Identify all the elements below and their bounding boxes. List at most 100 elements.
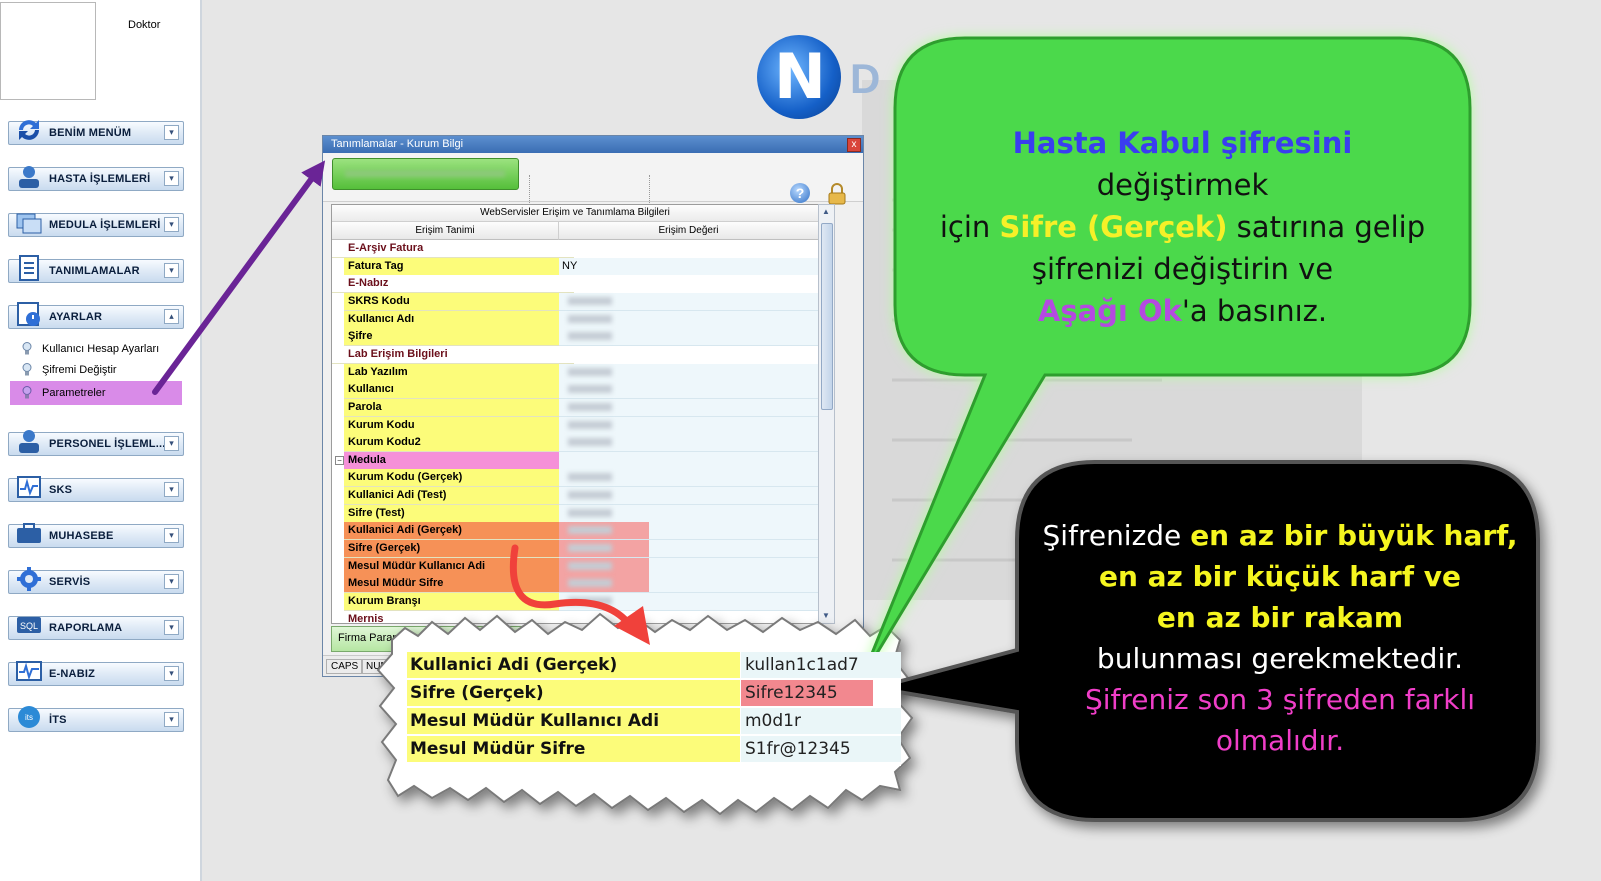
grid-cell-value[interactable] — [559, 504, 818, 523]
grid-row[interactable]: Kurum Kodu2 — [332, 434, 818, 453]
chevron-down-icon[interactable]: ▾ — [164, 620, 179, 635]
lock-icon[interactable] — [828, 183, 846, 205]
submenu-kullanici-hesap-ayarlari[interactable]: Kullanıcı Hesap Ayarları — [10, 339, 182, 359]
grid-row[interactable]: Lab Yazılım — [332, 363, 818, 382]
nav-muhasebe[interactable]: MUHASEBE ▾ — [8, 523, 184, 548]
refresh-arrows-icon — [19, 120, 39, 140]
nav-hasta-islemleri[interactable]: HASTA İŞLEMLERİ ▾ — [8, 166, 184, 191]
grid-row[interactable]: Mesul Müdür Sifre — [332, 575, 818, 594]
zoom-row-value[interactable]: m0d1r — [741, 708, 901, 734]
nav-servis[interactable]: SERVİS ▾ — [8, 567, 184, 594]
chevron-down-icon[interactable]: ▾ — [164, 125, 179, 140]
grid-row[interactable]: SKRS Kodu — [332, 292, 818, 311]
chevron-down-icon[interactable]: ▾ — [164, 482, 179, 497]
grid-cell-value[interactable] — [559, 345, 818, 363]
chevron-down-icon[interactable]: ▾ — [164, 436, 179, 451]
scroll-down-icon[interactable]: ▼ — [822, 611, 830, 620]
close-icon[interactable]: x — [847, 138, 861, 152]
grid-cell-label: Mesul Müdür Kullanıcı Adi — [344, 557, 562, 576]
chevron-down-icon[interactable]: ▾ — [164, 171, 179, 186]
grid-group-row[interactable]: −E-Arşiv Fatura — [332, 240, 818, 258]
grid-row[interactable]: Mesul Müdür Kullanıcı Adi — [332, 557, 818, 576]
text-segment: bulunması gerekmektedir. — [1096, 642, 1464, 675]
grid-cell-value[interactable] — [559, 469, 818, 488]
vertical-scrollbar[interactable]: ▲ ▼ — [818, 204, 835, 624]
grid-cell-value[interactable] — [559, 240, 818, 257]
lightbulb-icon — [22, 342, 32, 355]
grid-cell-value[interactable] — [559, 310, 818, 329]
grid-cell-value[interactable]: NY — [559, 257, 818, 276]
lightbulb-icon — [22, 386, 32, 399]
column-header-erisim-degeri[interactable]: Erişim Değeri — [559, 222, 818, 240]
grid-row[interactable]: Kurum Kodu — [332, 416, 818, 435]
nav-tanimlamalar[interactable]: TANIMLAMALAR ▾ — [8, 255, 184, 283]
nav-personel-islemleri[interactable]: PERSONEL İŞLEML... ▾ — [8, 430, 184, 456]
grid-cell-value[interactable] — [559, 416, 818, 435]
nav-medula-islemleri[interactable]: MEDULA İŞLEMLERİ ▾ — [8, 213, 184, 237]
grid-cell-value[interactable] — [559, 487, 818, 506]
grid-cell-label: Sifre (Gerçek) — [344, 540, 562, 559]
grid-row[interactable]: Kullanıcı — [332, 381, 818, 400]
scroll-thumb[interactable] — [821, 223, 833, 410]
nav-its[interactable]: its İTS ▾ — [8, 706, 184, 732]
zoom-row-value[interactable]: Sifre12345 — [741, 680, 873, 706]
text-segment: Şifrenizde — [1042, 519, 1191, 552]
nav-label: SERVİS — [49, 576, 91, 588]
zoom-row-value[interactable]: kullan1c1ad7 — [741, 652, 901, 678]
chevron-down-icon[interactable]: ▾ — [164, 574, 179, 589]
grid-row[interactable]: Şifre — [332, 328, 818, 347]
grid-cell-value[interactable] — [559, 292, 818, 311]
save-button[interactable] — [332, 158, 519, 190]
grid-group-row[interactable]: −Lab Erişim Bilgileri — [332, 345, 818, 364]
chevron-down-icon[interactable]: ▾ — [164, 666, 179, 681]
grid-cell-value[interactable] — [559, 434, 818, 453]
blurred-value — [568, 508, 612, 517]
dialog-titlebar[interactable]: Tanımlamalar - Kurum Bilgi x — [323, 136, 863, 153]
nav-ayarlar[interactable]: AYARLAR ▴ — [8, 302, 184, 329]
grid-cell-value[interactable] — [559, 381, 818, 400]
grid-cell-value[interactable] — [559, 540, 818, 559]
help-icon[interactable]: ? — [790, 183, 810, 203]
nav-label: MUHASEBE — [49, 530, 114, 542]
zoom-row-value[interactable]: S1fr@12345 — [741, 736, 901, 762]
nav-raporlama[interactable]: SQL RAPORLAMA ▾ — [8, 616, 184, 640]
grid-cell-value[interactable] — [559, 557, 818, 576]
scroll-up-icon[interactable]: ▲ — [822, 207, 830, 216]
chevron-down-icon[interactable]: ▾ — [164, 263, 179, 278]
grid-row[interactable]: Sifre (Gerçek) — [332, 540, 818, 559]
nav-e-nabiz[interactable]: E-NABIZ ▾ — [8, 661, 184, 686]
submenu-sifremi-degistir[interactable]: Şifremi Değiştir — [10, 360, 182, 380]
blurred-value — [568, 367, 612, 376]
grid-row[interactable]: Kullanıcı Adı — [332, 310, 818, 329]
chevron-down-icon[interactable]: ▾ — [164, 217, 179, 232]
grid-row[interactable]: Kurum Kodu (Gerçek) — [332, 469, 818, 488]
grid-row[interactable]: Parola — [332, 398, 818, 417]
grid-cell-value[interactable] — [559, 275, 818, 293]
grid-row[interactable]: Kullanici Adi (Test) — [332, 487, 818, 506]
grid-group-row[interactable]: −E-Nabız — [332, 275, 818, 294]
grid-cell-value[interactable] — [559, 522, 818, 541]
grid-row[interactable]: −Medula — [332, 451, 818, 470]
grid-row[interactable]: Sifre (Test) — [332, 504, 818, 523]
grid-cell-label: Lab Yazılım — [344, 363, 562, 382]
grid-cell-value[interactable] — [559, 593, 818, 611]
grid-row[interactable]: Kullanici Adi (Gerçek) — [332, 522, 818, 541]
chevron-down-icon[interactable]: ▾ — [164, 528, 179, 543]
windows-icon — [16, 213, 42, 234]
grid-cell-value[interactable] — [559, 363, 818, 382]
grid-cell-value[interactable] — [559, 398, 818, 417]
nav-benim-menum[interactable]: BENİM MENÜM ▾ — [8, 120, 184, 145]
user-role: Doktor — [128, 19, 161, 31]
grid-cell-value[interactable] — [559, 451, 818, 470]
blurred-value — [568, 402, 612, 411]
zoom-row-sifre-gercek: Sifre (Gerçek) Sifre12345 — [405, 680, 901, 708]
column-header-erisim-tanimi[interactable]: Erişim Tanimi — [332, 222, 559, 240]
chevron-up-icon[interactable]: ▴ — [164, 309, 179, 324]
nav-sks[interactable]: SKS ▾ — [8, 476, 184, 502]
grid-cell-value[interactable] — [559, 575, 818, 594]
collapse-icon[interactable]: − — [335, 455, 344, 465]
chevron-down-icon[interactable]: ▾ — [164, 712, 179, 727]
checklist-icon — [19, 255, 39, 281]
grid-cell-value[interactable] — [559, 328, 818, 347]
